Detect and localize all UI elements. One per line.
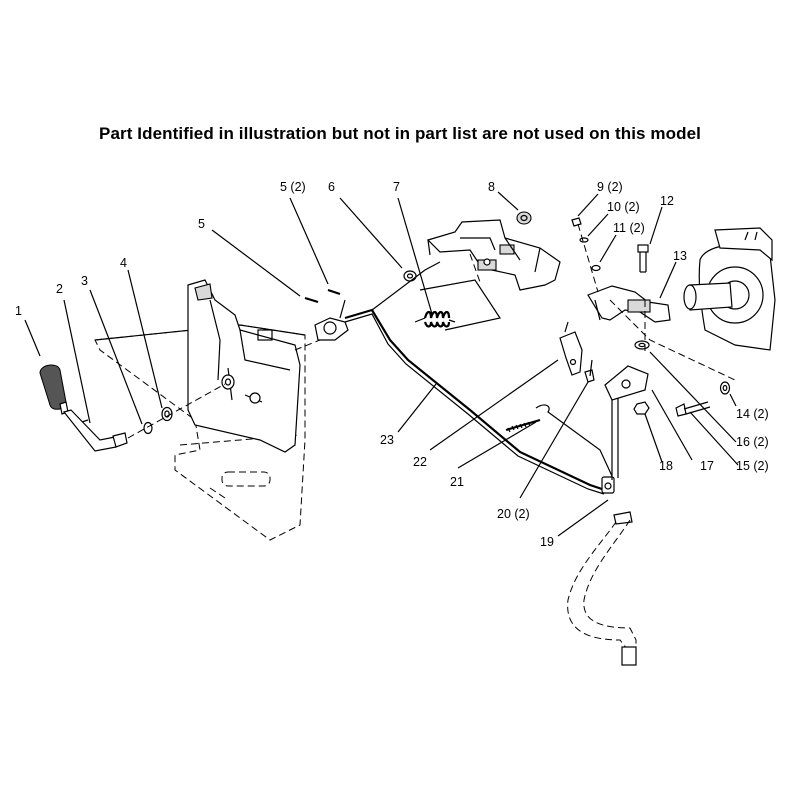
shift-handle-knob (39, 364, 69, 415)
callout-4: 4 (120, 256, 127, 270)
rod-end-clevis (601, 476, 615, 494)
washer-16 (634, 340, 650, 350)
transmission-housing (683, 227, 776, 351)
callout-5: 5 (198, 217, 205, 231)
bolt-12 (637, 244, 649, 273)
callout-14: 14 (2) (736, 407, 769, 421)
spring-7 (414, 310, 456, 328)
bolts-20 (584, 359, 595, 383)
shift-lever (62, 409, 128, 452)
callout-23: 23 (380, 433, 394, 447)
callout-3: 3 (81, 274, 88, 288)
callout-18: 18 (659, 459, 673, 473)
callout-22: 22 (413, 455, 427, 469)
callout-15: 15 (2) (736, 459, 769, 473)
bushing-6 (403, 270, 417, 282)
nut-18 (633, 401, 650, 415)
shift-bracket (187, 279, 321, 453)
callout-7: 7 (393, 180, 400, 194)
frame-bracket (426, 211, 561, 291)
callout-20: 20 (2) (497, 507, 530, 521)
callout-1: 1 (15, 304, 22, 318)
assembly-guide-lines (469, 253, 736, 381)
pivot-clevis (304, 288, 349, 341)
callout-5b: 5 (2) (280, 180, 306, 194)
hardware-9-10-11 (571, 217, 601, 293)
lower-lever-19 (567, 511, 637, 666)
callout-21: 21 (450, 475, 464, 489)
callout-10: 10 (2) (607, 200, 640, 214)
washer-14 (719, 381, 731, 395)
callout-6: 6 (328, 180, 335, 194)
callout-12: 12 (660, 194, 674, 208)
callout-2: 2 (56, 282, 63, 296)
illustration-note: Part Identified in illustration but not … (99, 124, 701, 143)
callout-19: 19 (540, 535, 554, 549)
pivot-plate-17 (604, 365, 649, 480)
callout-16: 16 (2) (736, 435, 769, 449)
washers-3-4 (127, 374, 235, 439)
leader-lines (24, 191, 739, 537)
bracket-13 (587, 285, 671, 323)
bracket-22 (559, 321, 583, 376)
shift-rod-23 (344, 261, 606, 495)
callout-13: 13 (673, 249, 687, 263)
spring-mount-plate (419, 279, 501, 331)
callout-11: 11 (2) (613, 221, 645, 235)
callout-8: 8 (488, 180, 495, 194)
callout-9: 9 (2) (597, 180, 623, 194)
callout-17: 17 (700, 459, 714, 473)
threaded-rod-21 (505, 404, 613, 477)
